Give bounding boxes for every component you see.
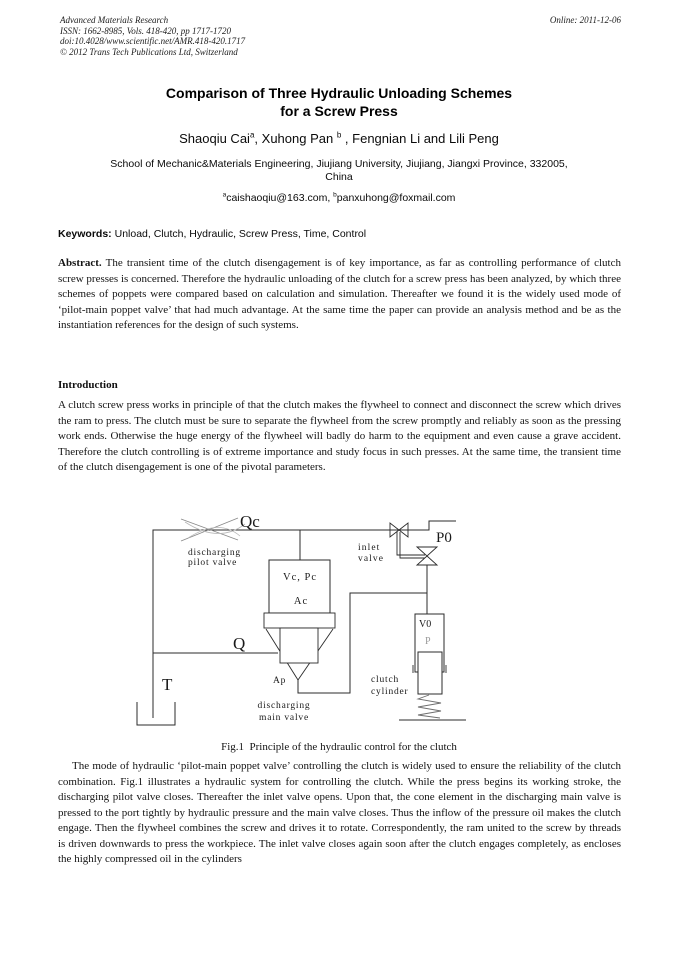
copyright-line: © 2012 Trans Tech Publications Ltd, Swit… xyxy=(60,46,238,57)
label-q: Q xyxy=(233,634,245,653)
authors-rest: , Fengnian Li and Lili Peng xyxy=(341,131,499,146)
figure-caption: Fig.1 Principle of the hydraulic control… xyxy=(221,741,457,753)
email-a: caishaoqiu@163.com, xyxy=(226,192,334,204)
label-inlet-2: valve xyxy=(358,554,384,564)
label-t: T xyxy=(162,675,173,694)
author-2-affmark: b xyxy=(336,130,342,140)
authors-line: Shaoqiu Caia, Xuhong Pan b , Fengnian Li… xyxy=(0,131,678,146)
label-main-valve-1: discharging xyxy=(258,701,311,711)
affiliation-line1: School of Mechanic&Materials Engineering… xyxy=(110,158,568,170)
affiliation: School of Mechanic&Materials Engineering… xyxy=(30,158,648,184)
label-main-valve-2: main valve xyxy=(259,713,309,723)
label-cylinder-2: cylinder xyxy=(371,687,409,697)
pilot-valve-sketch-icon xyxy=(180,517,246,542)
title-line2: for a Screw Press xyxy=(280,103,398,119)
author-2: , Xuhong Pan xyxy=(254,131,337,146)
author-1-affmark: a xyxy=(249,130,255,140)
introduction-paragraph: A clutch screw press works in principle … xyxy=(58,399,621,473)
paper-title: Comparison of Three Hydraulic Unloading … xyxy=(0,84,678,120)
figure-1: Qc discharging pilot valve Vc, Pc Ac Q A… xyxy=(135,512,485,745)
title-line1: Comparison of Three Hydraulic Unloading … xyxy=(165,85,513,101)
piston xyxy=(417,651,443,695)
label-pilot-valve-1: discharging xyxy=(188,548,241,558)
label-ac: Ac xyxy=(294,596,308,607)
label-v0: V0 xyxy=(419,619,431,630)
emails-line: acaishaoqiu@163.com, bpanxuhong@foxmail.… xyxy=(0,192,678,204)
clutch-cylinder-symbol xyxy=(412,613,447,695)
journal-name: Advanced Materials Research xyxy=(60,15,169,25)
email-b: panxuhong@foxmail.com xyxy=(336,192,456,204)
pipe-lines xyxy=(152,520,456,718)
affiliation-line2: China xyxy=(325,171,353,183)
issn-line: ISSN: 1662-8985, Vols. 418-420, pp 1717-… xyxy=(60,25,231,36)
email-a-mark: a xyxy=(222,191,227,199)
check-valve-icon xyxy=(415,546,439,566)
spring-icon xyxy=(416,694,442,719)
inlet-valve-icon xyxy=(389,522,409,538)
poppet-cone xyxy=(279,627,319,664)
author-1: Shaoqiu Cai xyxy=(179,131,250,146)
label-qc: Qc xyxy=(240,513,260,531)
abstract-paragraph: Abstract. The transient time of the clut… xyxy=(58,256,621,334)
body-paragraph: The mode of hydraulic ‘pilot-main poppet… xyxy=(58,760,621,865)
abstract-label: Abstract. xyxy=(58,257,102,269)
main-valve-body xyxy=(263,559,336,681)
keywords-line: Keywords: Unload, Clutch, Hydraulic, Scr… xyxy=(58,228,621,240)
keywords-text: Unload, Clutch, Hydraulic, Screw Press, … xyxy=(111,228,367,240)
label-ap: Ap xyxy=(273,676,286,686)
tank-symbol xyxy=(136,702,176,726)
pilot-line xyxy=(396,532,425,559)
label-cylinder-1: clutch xyxy=(371,675,399,685)
label-p0: P0 xyxy=(436,530,452,546)
publication-info: Advanced Materials Research ISSN: 1662-8… xyxy=(60,15,245,57)
label-p: P xyxy=(425,636,431,647)
label-vc-pc: Vc, Pc xyxy=(283,572,317,583)
email-b-mark: b xyxy=(333,191,337,199)
label-pilot-valve-2: pilot valve xyxy=(188,558,237,568)
online-date: Online: 2011-12-06 xyxy=(549,15,621,25)
label-inlet-1: inlet xyxy=(358,543,380,553)
doi-line: doi:10.4028/www.scientific.net/AMR.418-4… xyxy=(60,36,246,47)
introduction-heading: Introduction xyxy=(58,379,118,391)
hydraulic-schematic: Qc discharging pilot valve Vc, Pc Ac Q A… xyxy=(136,512,466,726)
abstract-text: The transient time of the clutch disenga… xyxy=(58,257,621,331)
keywords-label: Keywords: xyxy=(58,228,112,240)
